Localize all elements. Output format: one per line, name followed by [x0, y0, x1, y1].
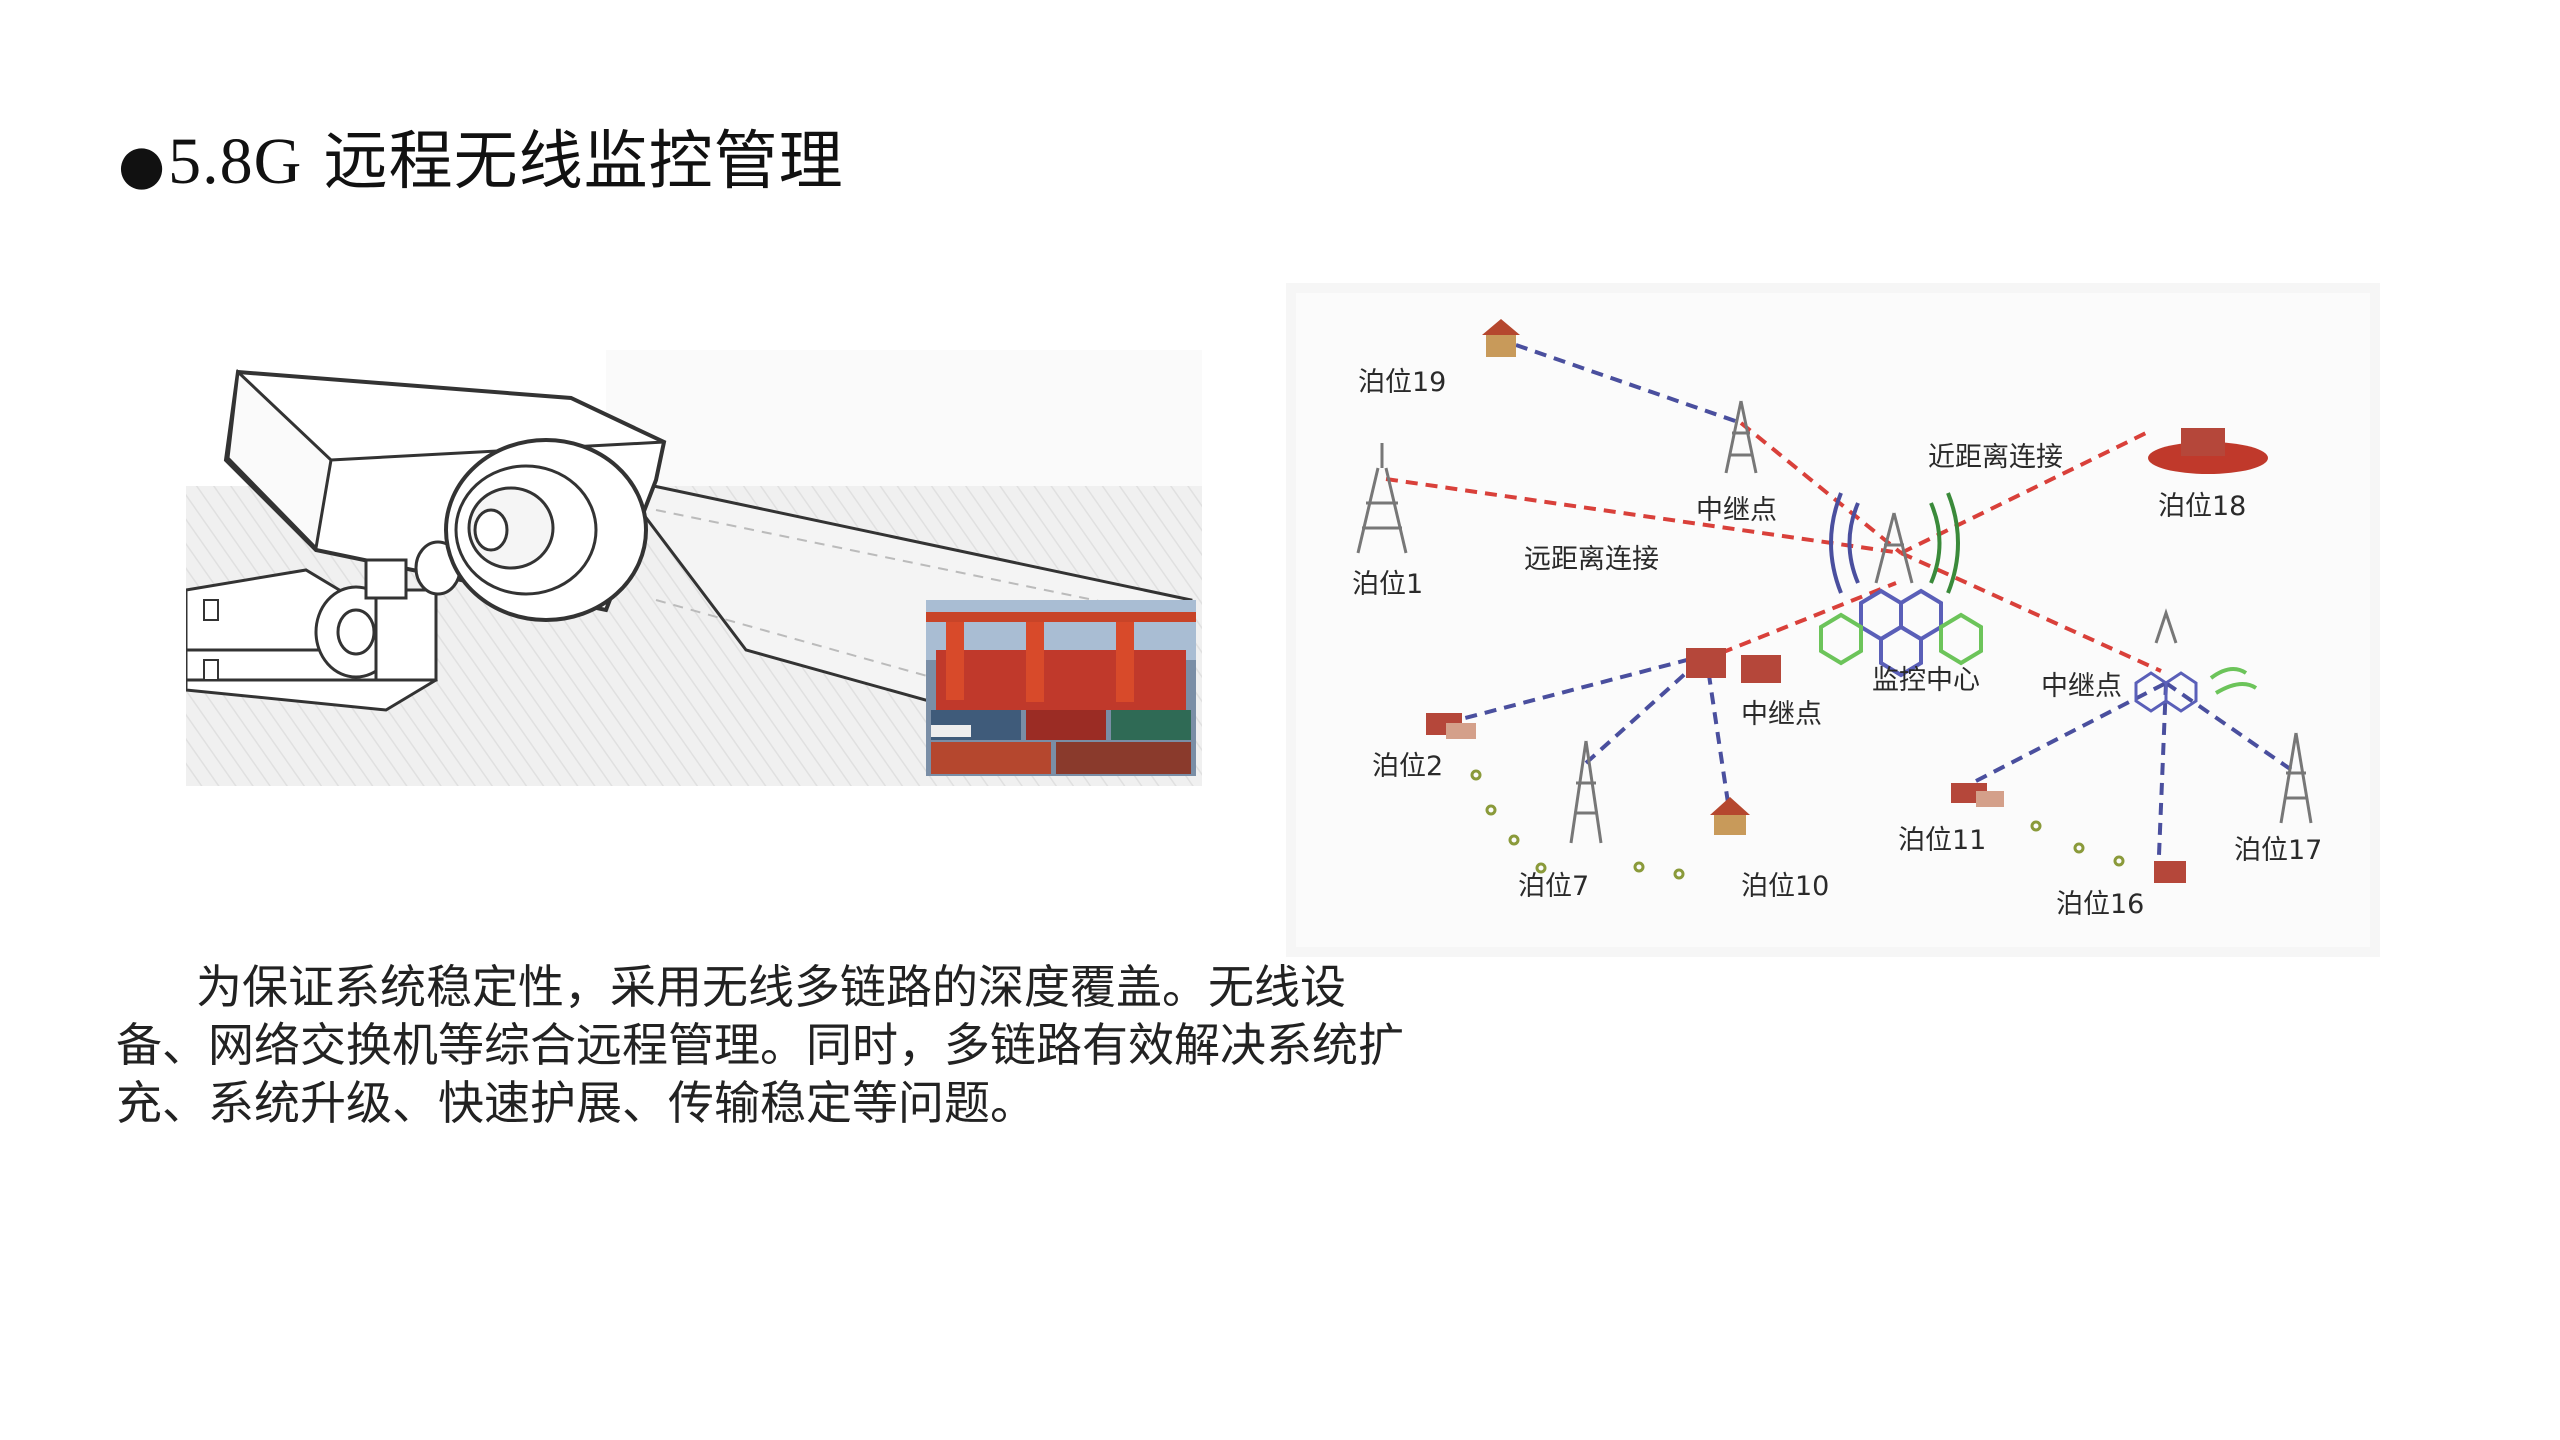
port-scene-image	[926, 600, 1196, 776]
building-icon	[1951, 783, 2004, 807]
label-monitor-center: 监控中心	[1872, 665, 1980, 696]
short-range-links	[1445, 343, 2298, 856]
label-relay-top: 中继点	[1696, 495, 1777, 526]
network-diagram: 泊位19 泊位1 泊位2 泊位7 泊位10 泊位11 泊位16 泊位17 泊位1…	[1286, 283, 2380, 957]
label-berth19: 泊位19	[1358, 367, 1446, 398]
bullet-icon: ●	[118, 133, 167, 196]
description-paragraph: 为保证系统稳定性，采用无线多链路的深度覆盖。无线设备、网络交换机等综合远程管理。…	[116, 960, 1404, 1130]
label-berth1: 泊位1	[1352, 569, 1423, 600]
label-long-range: 远距离连接	[1524, 544, 1659, 575]
berth-chain-dots	[1470, 769, 2125, 880]
building-icon	[2154, 861, 2186, 883]
label-berth2: 泊位2	[1372, 751, 1443, 782]
tower-icon	[1356, 443, 1408, 554]
building-icon	[1686, 648, 1781, 683]
slide-title: ●5.8G 远程无线监控管理	[118, 122, 844, 201]
label-berth18: 泊位18	[2158, 491, 2246, 522]
building-icon	[1426, 713, 1476, 739]
label-berth17: 泊位17	[2234, 835, 2322, 866]
monitor-center-icon	[1819, 492, 1983, 678]
label-berth7: 泊位7	[1518, 871, 1589, 902]
label-relay-mid: 中继点	[1741, 699, 1822, 730]
label-berth11: 泊位11	[1898, 825, 1986, 856]
tower-icon	[1569, 740, 1603, 844]
label-short-range: 近距离连接	[1928, 442, 2063, 473]
building-icon	[1482, 319, 1520, 357]
label-relay-right: 中继点	[2041, 671, 2122, 702]
berth18-platform	[2148, 442, 2268, 474]
label-berth10: 泊位10	[1741, 871, 1829, 902]
tower-icon	[1724, 400, 1758, 474]
relay-hub-icon	[2134, 608, 2258, 713]
camera-illustration	[186, 350, 1202, 786]
tower-icon	[2279, 732, 2313, 824]
long-range-links	[1385, 421, 2162, 673]
title-text: 远程无线监控管理	[302, 125, 844, 199]
building-icon	[1710, 797, 1750, 835]
title-version: 5.8G	[168, 125, 303, 198]
label-berth16: 泊位16	[2056, 889, 2144, 920]
